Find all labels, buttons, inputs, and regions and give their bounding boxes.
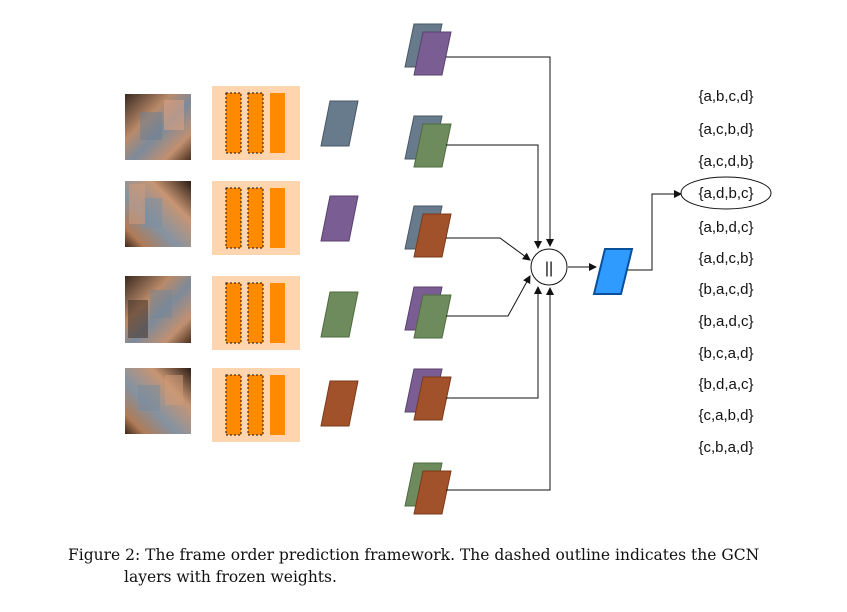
gcn-layer-frozen xyxy=(247,187,264,249)
pair-embedding-bd xyxy=(404,368,452,421)
order-item: {a,b,d,c} xyxy=(698,219,753,236)
concat-symbol: || xyxy=(545,260,553,277)
video-frame-2 xyxy=(125,181,191,247)
gcn-layer-trainable xyxy=(270,93,285,153)
order-item: {a,b,c,d} xyxy=(698,88,753,105)
gcn-layer-frozen xyxy=(247,374,264,436)
frame-embedding-d xyxy=(320,380,359,427)
gcn-layer-frozen xyxy=(225,187,242,249)
predicted-order-highlight xyxy=(680,176,772,210)
framework-diagram: || {a,b,c,d}{a,c,b,d}{a,c,d,b}{a,d,b,c}{… xyxy=(125,23,772,515)
gcn-block-1 xyxy=(212,86,300,160)
pair-embedding-ac xyxy=(404,115,452,168)
pair-embedding-cd xyxy=(404,462,452,515)
frame-embedding-c xyxy=(320,291,359,338)
frame-embedding-a xyxy=(320,100,359,147)
order-list: {a,b,c,d} {a,c,b,d} {a,c,d,b} {a,d,b,c} {a,b… xyxy=(698,88,753,456)
gcn-layer-frozen xyxy=(247,92,264,154)
pair-embedding-ad xyxy=(404,205,452,258)
pair-embedding-ab xyxy=(404,23,452,76)
gcn-layer-frozen xyxy=(225,374,242,436)
output-embedding xyxy=(592,248,634,295)
gcn-layer-frozen xyxy=(247,282,264,344)
order-item: {b,c,a,d} xyxy=(698,345,753,362)
order-item: {a,c,b,d} xyxy=(698,121,753,138)
gcn-layer-trainable xyxy=(270,283,285,343)
video-frame-4 xyxy=(125,368,191,434)
gcn-layer-trainable xyxy=(270,188,285,248)
gcn-layer-trainable xyxy=(270,375,285,435)
order-item-highlighted: {a,d,b,c} xyxy=(698,185,753,202)
video-frame-3 xyxy=(125,276,191,343)
figure-caption: Figure 2: The frame order prediction fra… xyxy=(68,544,828,588)
order-item: {a,c,d,b} xyxy=(698,153,753,170)
order-item: {c,a,b,d} xyxy=(698,407,753,424)
video-frame-1 xyxy=(125,94,191,160)
order-item: {b,d,a,c} xyxy=(698,376,753,393)
connector-arrows xyxy=(446,56,682,491)
order-item: {c,b,a,d} xyxy=(698,439,753,456)
gcn-block-3 xyxy=(212,276,300,350)
order-item: {a,d,c,b} xyxy=(698,250,753,267)
gcn-layer-frozen xyxy=(225,282,242,344)
concat-node xyxy=(530,248,568,286)
caption-line-2: layers with frozen weights. xyxy=(124,568,337,586)
gcn-layer-frozen xyxy=(225,92,242,154)
order-item: {b,a,c,d} xyxy=(698,281,753,298)
order-item: {b,a,d,c} xyxy=(698,313,753,330)
caption-line-1: Figure 2: The frame order prediction fra… xyxy=(68,546,760,564)
pair-embedding-bc xyxy=(404,286,452,339)
gcn-block-2 xyxy=(212,181,300,255)
frame-embedding-b xyxy=(320,195,359,242)
gcn-block-4 xyxy=(212,368,300,442)
